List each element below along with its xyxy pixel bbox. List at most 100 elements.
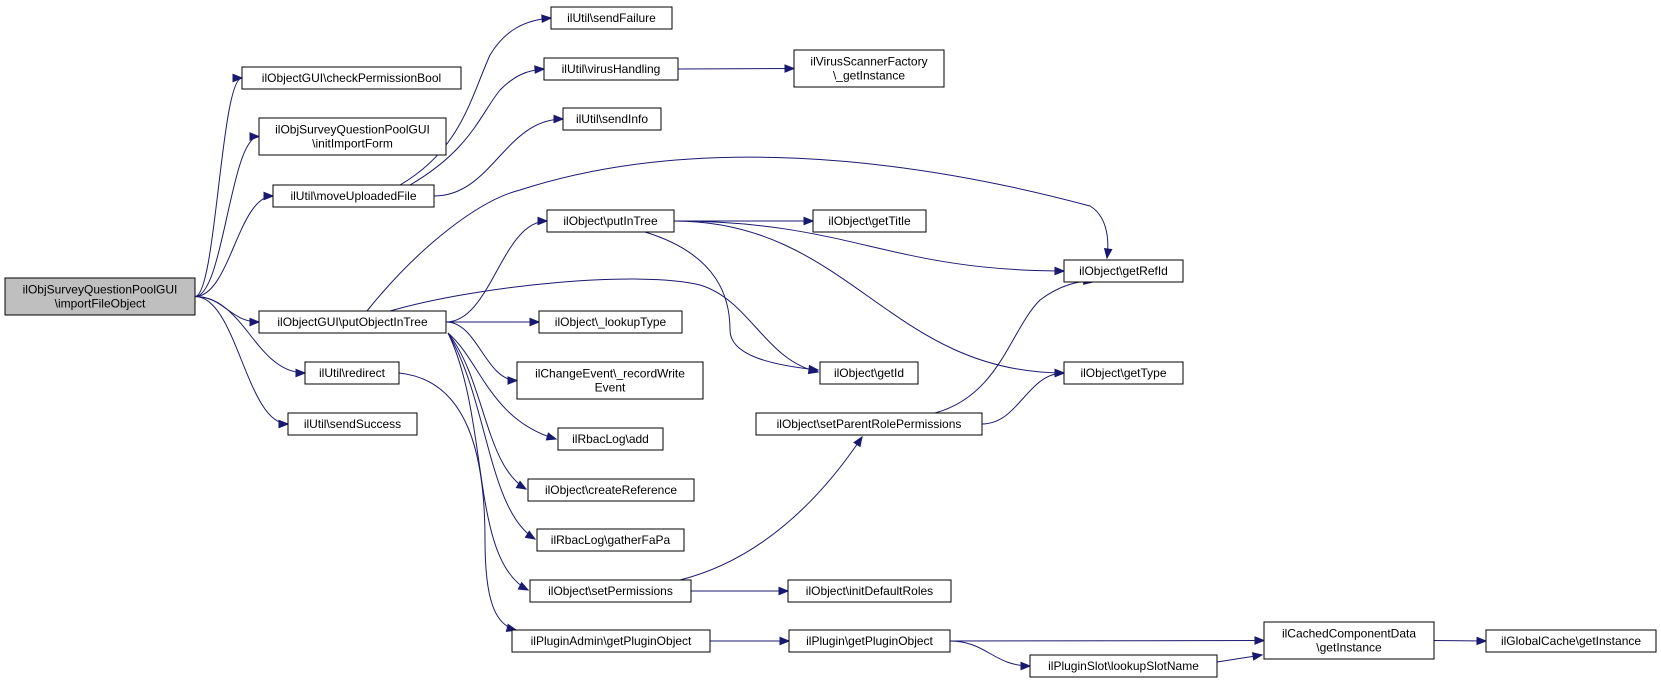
node-label: ilVirusScannerFactory (810, 55, 927, 69)
node-label: ilObjectGUI\checkPermissionBool (262, 71, 441, 85)
node-virusHandling[interactable]: ilUtil\virusHandling (543, 57, 679, 81)
edge-putInTree-to-getRefId (673, 220, 1066, 276)
node-getType[interactable]: ilObject\getType (1063, 361, 1184, 385)
edge-line (679, 436, 863, 581)
node-lookupSlotName[interactable]: ilPluginSlot\lookupSlotName (1029, 654, 1218, 678)
node-initDefaultRoles[interactable]: ilObject\initDefaultRoles (787, 579, 952, 603)
node-label: ilObject\createReference (545, 483, 677, 497)
edge-putObjectInTree-to-putInTree (445, 216, 549, 323)
edges-layer (194, 14, 1488, 671)
node-putObjectInTree[interactable]: ilObjectGUI\putObjectInTree (258, 310, 447, 334)
arrowhead (534, 65, 546, 74)
node-box (241, 66, 462, 90)
node-box (543, 57, 679, 81)
arrowhead (263, 191, 275, 201)
node-label: \initImportForm (312, 137, 393, 151)
node-box (550, 6, 673, 30)
node-box (819, 361, 919, 385)
node-label: ilPlugin\getPluginObject (806, 634, 933, 648)
node-label: ilRbacLog\add (572, 432, 649, 446)
node-sendFailure[interactable]: ilUtil\sendFailure (550, 6, 673, 30)
arrowhead (779, 636, 791, 646)
edge-line (673, 220, 1065, 272)
edge-root-to-checkPermissionBool (194, 73, 244, 297)
edge-line (389, 278, 819, 373)
node-getId[interactable]: ilObject\getId (819, 361, 919, 385)
edge-moveUploadedFile-to-sendInfo (433, 114, 565, 197)
edge-line (194, 195, 274, 297)
node-label: ilObject\_lookupType (555, 315, 667, 329)
node-gatherFaPa[interactable]: ilRbacLog\gatherFaPa (536, 528, 685, 552)
node-globalCacheInstance[interactable]: ilGlobalCache\getInstance (1485, 629, 1657, 653)
node-checkPermissionBool[interactable]: ilObjectGUI\checkPermissionBool (241, 66, 462, 90)
node-label: ilObjSurveyQuestionPoolGUI (23, 283, 178, 297)
node-box (1485, 629, 1657, 653)
edge-line (366, 156, 1109, 312)
edge-line (194, 136, 260, 297)
node-getTitle[interactable]: ilObject\getTitle (812, 209, 927, 233)
node-initImportForm[interactable]: ilObjSurveyQuestionPoolGUI\initImportFor… (258, 117, 447, 156)
node-rbacAdd[interactable]: ilRbacLog\add (557, 427, 664, 451)
node-root[interactable]: ilObjSurveyQuestionPoolGUI\importFileObj… (4, 277, 196, 316)
edge-getPluginObject-to-lookupSlotName (949, 640, 1032, 671)
arrowhead (1020, 661, 1032, 671)
edge-line (194, 296, 306, 374)
edge-putObjectInTree-to-gatherFaPa (447, 332, 537, 540)
node-sendSuccess[interactable]: ilUtil\sendSuccess (287, 412, 418, 436)
node-redirect[interactable]: ilUtil\redirect (304, 361, 400, 385)
node-box (1063, 361, 1184, 385)
node-moveUploadedFile[interactable]: ilUtil\moveUploadedFile (272, 184, 435, 208)
node-box (1063, 259, 1184, 283)
edge-line (445, 321, 518, 381)
node-box (538, 310, 683, 334)
node-box (287, 412, 418, 436)
nodes-layer: ilObjSurveyQuestionPoolGUI\importFileObj… (4, 6, 1657, 678)
edge-root-to-redirect (194, 296, 307, 378)
edge-putObjectInTree-to-recordWriteEvent (445, 321, 519, 385)
node-getPluginObjectAdmin[interactable]: ilPluginAdmin\getPluginObject (511, 629, 711, 653)
node-lookupType[interactable]: ilObject\_lookupType (538, 310, 683, 334)
node-label: ilUtil\redirect (319, 366, 386, 380)
arrowhead (537, 216, 549, 226)
node-getRefId[interactable]: ilObject\getRefId (1063, 259, 1184, 283)
node-box (272, 184, 435, 208)
node-label: \importFileObject (55, 297, 146, 311)
node-createReference[interactable]: ilObject\createReference (527, 478, 695, 502)
edge-line (677, 68, 795, 70)
arrowhead (1254, 636, 1266, 645)
node-setParentRolePermissions[interactable]: ilObject\setParentRolePermissions (755, 412, 983, 436)
node-setPermissions[interactable]: ilObject\setPermissions (529, 579, 692, 603)
node-sendInfo[interactable]: ilUtil\sendInfo (562, 107, 662, 131)
node-virusScannerInstance[interactable]: ilVirusScannerFactory\_getInstance (793, 49, 945, 88)
edge-line (673, 220, 1065, 374)
arrowhead (1054, 266, 1066, 276)
edge-root-to-sendSuccess (194, 296, 290, 429)
node-getPluginObject[interactable]: ilPlugin\getPluginObject (788, 629, 951, 653)
edge-putObjectInTree-to-getRefId (366, 156, 1113, 312)
node-cachedComponentInstance[interactable]: ilCachedComponentData\getInstance (1263, 621, 1435, 660)
node-putInTree[interactable]: ilObject\putInTree (546, 209, 675, 233)
node-label: ilObjectGUI\putObjectInTree (277, 315, 428, 329)
node-box (516, 361, 704, 400)
arrowhead (249, 317, 261, 327)
edge-line (949, 640, 1265, 642)
node-label: ilUtil\sendInfo (576, 112, 648, 126)
edge-line (194, 296, 289, 425)
node-label: ilObject\getRefId (1079, 264, 1168, 278)
edge-line (445, 220, 548, 323)
arrowhead (515, 480, 528, 490)
edge-setParentRolePermissions-to-getRefId (934, 276, 1095, 414)
edge-cachedComponentInstance-to-globalCacheInstance (1433, 636, 1488, 646)
edge-root-to-initImportForm (194, 132, 261, 297)
node-label: ilObject\getId (834, 366, 904, 380)
node-label: \_getInstance (833, 69, 905, 83)
node-box (787, 579, 952, 603)
edge-getPluginObject-to-cachedComponentInstance (949, 636, 1266, 645)
arrowhead (1054, 368, 1066, 378)
arrowhead (1251, 652, 1264, 661)
arrowhead (295, 368, 307, 378)
edge-line (934, 281, 1094, 414)
edge-line (433, 118, 564, 197)
